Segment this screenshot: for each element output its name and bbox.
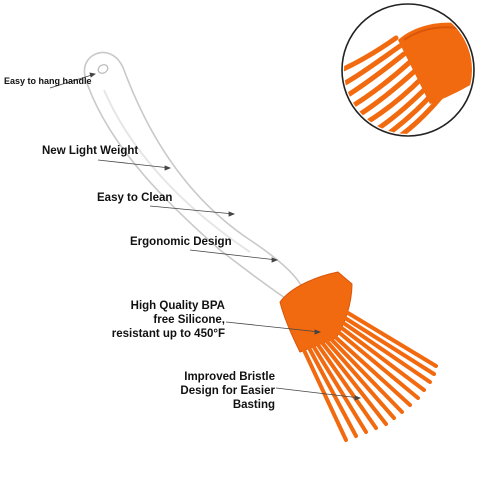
label-new-light-weight: New Light Weight (42, 145, 139, 157)
label-bpa-free-silicone: High Quality BPA free Silicone, resistan… (100, 299, 225, 341)
label-bpa-line-1: High Quality BPA (130, 300, 225, 312)
label-ergonomic-design: Ergonomic Design (130, 236, 232, 248)
pointer-arrows (49, 72, 362, 401)
label-easy-to-clean: Easy to Clean (97, 192, 173, 204)
handle-highlight (103, 89, 251, 253)
label-improved-bristle: Improved Bristle Design for Easier Basti… (163, 370, 275, 412)
bristle-closeup-inset (341, 3, 475, 137)
bristles (301, 311, 438, 442)
label-bristle-line-1: Improved Bristle (184, 371, 275, 383)
label-bristle-line-3: Basting (232, 399, 275, 411)
label-bpa-line-3: resistant up to 450°F (111, 328, 225, 340)
label-bristle-line-2: Design for Easier (180, 385, 275, 397)
brush-handle (83, 51, 305, 301)
label-easy-to-hang-handle: Easy to hang handle (4, 76, 92, 86)
hang-hole (97, 64, 109, 74)
brush-head (279, 271, 438, 442)
label-bpa-line-2: free Silicone, (153, 314, 225, 326)
